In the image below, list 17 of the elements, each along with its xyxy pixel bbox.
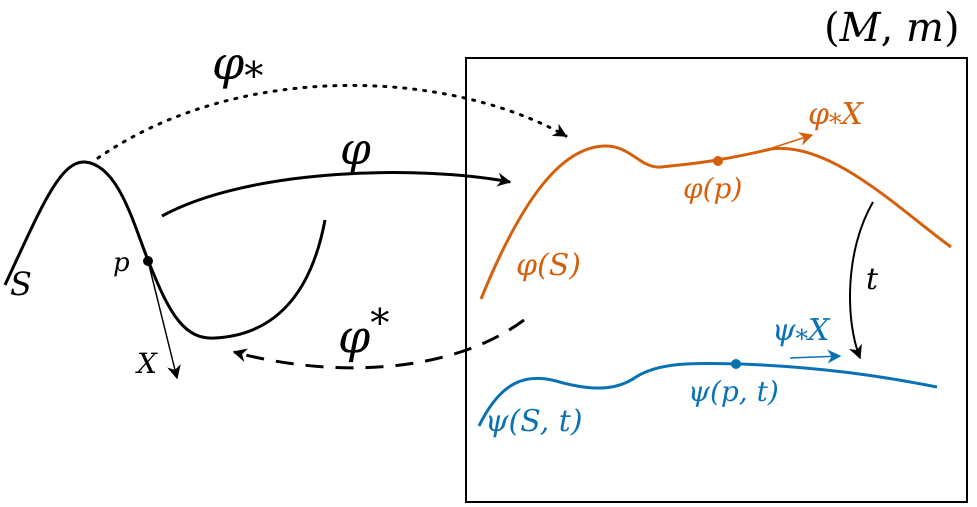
point-label: φ(p) bbox=[683, 175, 742, 203]
frame-title: (M, m) bbox=[824, 8, 960, 48]
vector-label: X bbox=[137, 350, 157, 378]
arrow bbox=[232, 318, 525, 370]
edge-label: t bbox=[866, 265, 878, 295]
arrow bbox=[96, 84, 568, 160]
edge-label: φ bbox=[340, 128, 371, 172]
point-label: ψ(p, t) bbox=[688, 378, 779, 406]
arrow bbox=[849, 202, 874, 360]
curve-label: S bbox=[10, 268, 32, 300]
arrow bbox=[161, 171, 512, 218]
vector-label: φ$_{*}$X bbox=[808, 100, 863, 135]
point-label: p bbox=[113, 250, 130, 276]
vector-label: ψ$_{*}$X bbox=[772, 316, 830, 351]
curve-label: φ(S) bbox=[516, 251, 581, 281]
curve-label: ψ(S, t) bbox=[485, 407, 583, 437]
edge-label: φ$_{*}$ bbox=[212, 40, 264, 97]
